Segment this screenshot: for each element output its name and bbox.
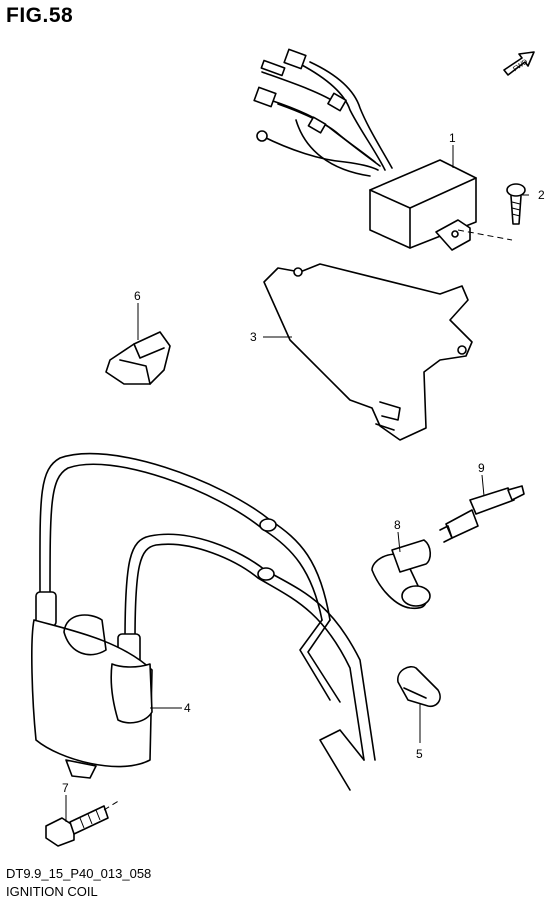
callout-number: 1 [449,131,456,145]
callout-number: 5 [416,747,423,761]
ignition-coil[interactable] [31,452,376,791]
screw[interactable] [457,183,526,241]
callout-number: 8 [394,518,401,532]
callout-number: 4 [184,701,191,715]
figure-title: FIG.58 [6,4,74,27]
callout-leaders [65,145,529,822]
plug-cap[interactable] [371,539,432,610]
clamp[interactable] [397,666,441,708]
callout-number: 9 [478,461,485,475]
clip[interactable] [105,331,171,385]
spark-plug[interactable] [439,485,525,543]
diagram-code: DT9.9_15_P40_013_058 [6,866,152,881]
cdi-unit[interactable] [253,48,477,251]
fwd-label: FWD [512,58,529,73]
bolt[interactable] [45,799,121,847]
callout-number: 6 [134,289,141,303]
diagram-name: IGNITION COIL [6,884,98,899]
callout-number: 2 [538,188,545,202]
callout-number: 7 [62,781,69,795]
callout-number: 3 [250,330,257,344]
callouts: 1 2 3 4 5 6 7 8 9 [62,131,545,795]
fwd-arrow-icon: FWD [503,51,535,76]
bracket[interactable] [263,263,473,441]
